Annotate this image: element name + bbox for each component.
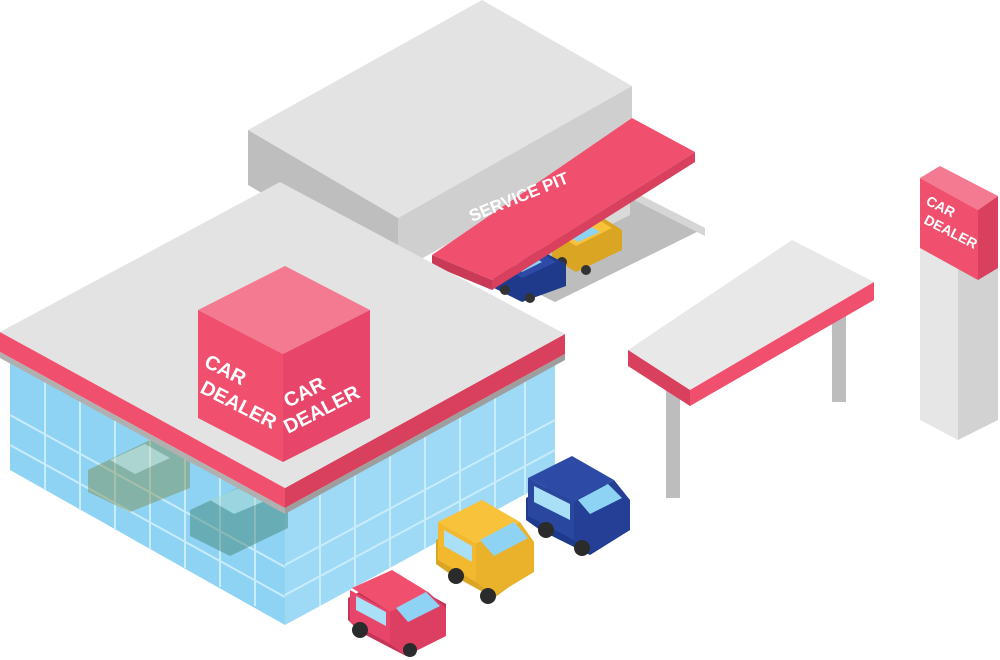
cube-left-face bbox=[198, 310, 283, 462]
cube-right-face bbox=[283, 310, 370, 462]
pylon-pole-left bbox=[920, 248, 958, 440]
garage-front-wall bbox=[398, 86, 632, 272]
roof-sign-cube: CAR DEALER CAR DEALER bbox=[197, 266, 370, 462]
showroom-building: CAR DEALER CAR DEALER bbox=[0, 182, 565, 625]
car-yellow bbox=[436, 500, 534, 604]
canopy-top bbox=[628, 240, 874, 390]
garage-roof bbox=[248, 0, 632, 218]
service-garage: SERVICE PIT bbox=[248, 0, 705, 303]
car-yellow-in-pit bbox=[552, 216, 622, 275]
car-blue bbox=[526, 456, 630, 556]
glass-grid-left bbox=[9, 379, 286, 606]
canopy-fascia-front bbox=[690, 282, 874, 406]
showroom-fascia-right bbox=[285, 334, 565, 508]
car-red bbox=[348, 570, 446, 657]
canopy-fascia-side bbox=[628, 350, 690, 406]
showroom-fascia-left bbox=[0, 332, 285, 508]
service-awning bbox=[432, 118, 695, 280]
glass-grid-right bbox=[284, 380, 556, 606]
pylon-sign: CAR DEALER bbox=[920, 166, 998, 440]
canopy bbox=[628, 240, 874, 498]
pylon-pole-right bbox=[958, 248, 998, 440]
pylon-sign-face bbox=[920, 178, 978, 280]
